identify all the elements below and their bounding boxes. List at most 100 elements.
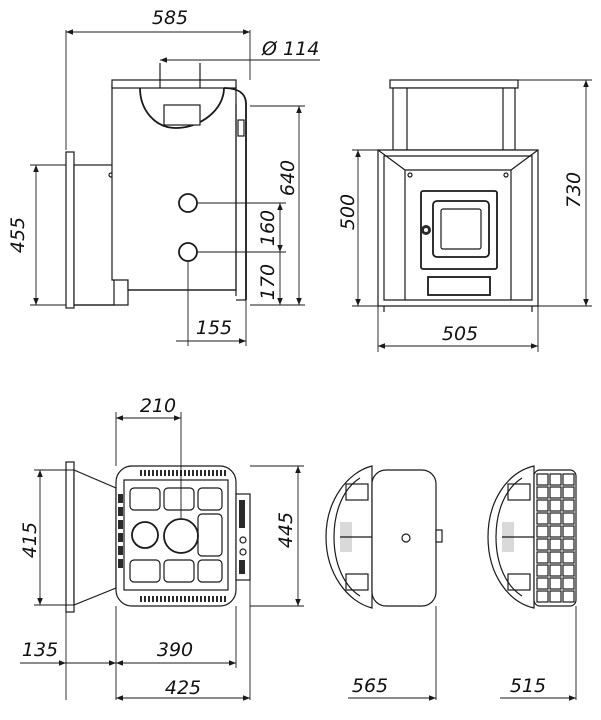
side-slot [118,494,123,503]
mesh-cell [536,590,549,603]
mesh-cell [549,525,562,538]
dim-top-425: 425 [165,677,201,699]
mesh-cell [549,538,562,551]
vent-slot [208,596,210,602]
vent-slot [188,596,190,602]
vent-slot [224,470,226,476]
vent-slot [140,470,142,476]
side-slot [118,520,123,529]
vent-slot [184,596,186,602]
vent-slot [168,596,170,602]
vent-slot [208,470,210,476]
top-view-tank-variant: 565 [325,465,443,701]
top-pipe-hole [131,521,159,549]
mesh-cell [536,577,549,590]
vent-slot [152,470,154,476]
vent-slot [172,470,174,476]
vent-slot [176,470,178,476]
tank-variant-body [371,469,437,607]
vent-slot [156,470,158,476]
vent-slot [164,470,166,476]
vent-slot [212,596,214,602]
top-tunnel-flange [65,461,75,613]
vent-slot [204,596,206,602]
mesh-cell [562,499,575,512]
dim-side-160: 160 [257,210,279,246]
vent-slot [160,596,162,602]
dim-front-730: 730 [563,172,585,208]
top-tunnel [73,469,117,606]
top-body [115,465,237,607]
mesh-cell [549,564,562,577]
dim-top-210: 210 [140,395,176,417]
dim-top-415: 415 [19,522,41,558]
vent-slot [180,596,182,602]
vent-slot [144,596,146,602]
vent-slot [160,470,162,476]
mesh-cell [549,590,562,603]
mesh-cell [536,512,549,525]
mesh-cell [562,551,575,564]
vent-slot [144,470,146,476]
dim-side-455: 455 [7,217,29,253]
vent-slot [216,596,218,602]
side-slot [118,546,123,555]
dim-flue-114: 114 [283,38,319,60]
vent-slot [164,596,166,602]
side-slot [118,533,123,542]
dim-front-505: 505 [442,323,478,345]
top-view: 210 415 445 135 390 425 [19,395,304,701]
mesh-cell [536,551,549,564]
vent-slot [168,470,170,476]
side-flue-opening [139,87,225,129]
dim-variant-515: 515 [510,675,546,697]
vent-slot [188,470,190,476]
dim-variant-565: 565 [352,675,388,697]
dim-side-170: 170 [257,264,279,300]
vent-slot [172,596,174,602]
vent-slot [216,470,218,476]
dim-top-445: 445 [275,512,297,548]
dim-flue-diameter: Ø 114 [261,38,319,60]
vent-slot [220,596,222,602]
vent-slot [212,470,214,476]
mesh-cell [536,525,549,538]
mesh-cell [536,499,549,512]
dim-side-585: 585 [152,7,188,29]
vent-slot [184,470,186,476]
vent-slot [148,470,150,476]
mesh-cell [536,564,549,577]
vent-slot [156,596,158,602]
vent-slot [192,470,194,476]
mesh-cell [549,486,562,499]
mesh-cell [549,577,562,590]
mesh-cell [562,538,575,551]
vent-slot [192,596,194,602]
mesh-variant-body [533,469,577,607]
side-tunnel [73,164,115,306]
dim-side-640: 640 [277,160,299,196]
side-tunnel-flange [65,151,75,309]
mesh-cell [562,590,575,603]
dim-side-155: 155 [196,317,232,339]
mesh-grid [536,473,575,603]
mesh-cell [536,473,549,486]
vent-slot [224,596,226,602]
side-view: 585 Ø 114 455 640 160 170 155 [7,7,320,346]
dim-top-390: 390 [157,639,193,661]
vent-slot [196,596,198,602]
vent-slot [200,470,202,476]
mesh-cell [549,512,562,525]
side-slot [118,559,123,568]
vent-slot [148,596,150,602]
front-body [377,149,539,307]
mesh-cell [536,538,549,551]
front-tank [392,87,516,151]
dim-top-135: 135 [22,639,58,661]
mesh-cell [549,499,562,512]
vent-slot [200,596,202,602]
mesh-cell [549,473,562,486]
vent-slot [220,470,222,476]
bottom-vents [140,596,226,602]
